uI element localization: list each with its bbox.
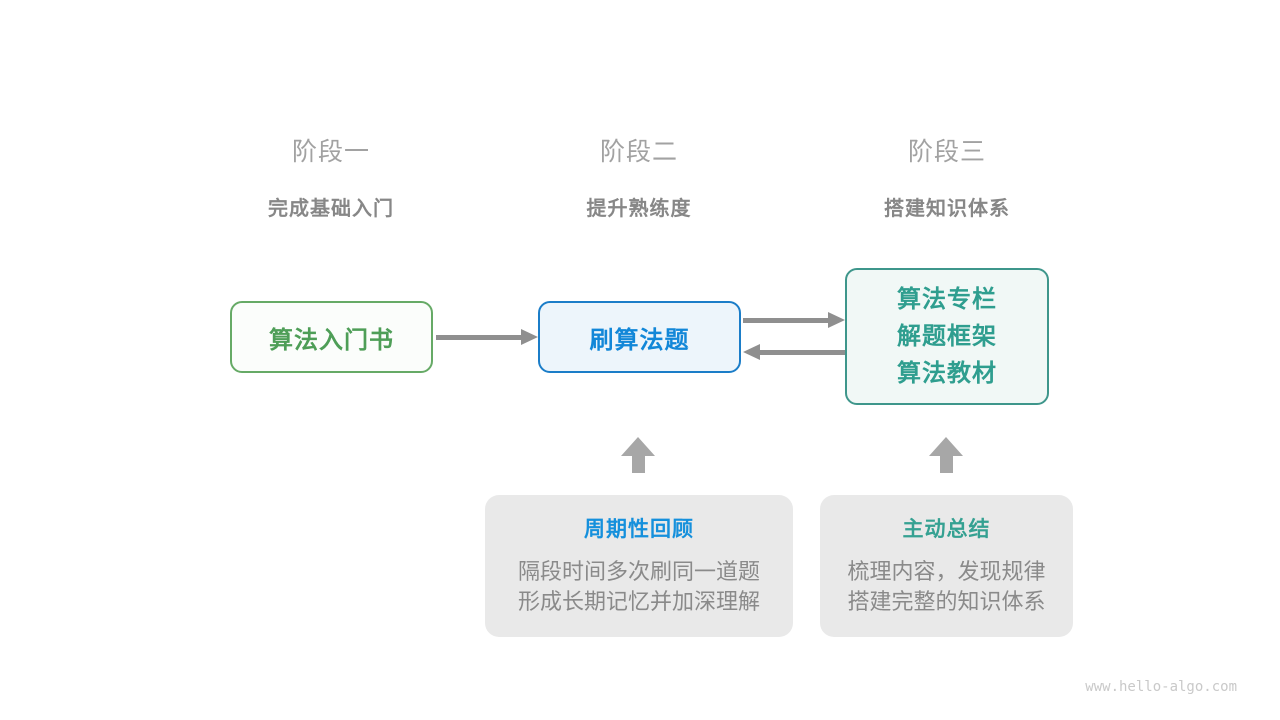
note-body-line: 梳理内容，发现规律 xyxy=(847,559,1046,584)
stage-2-header: 阶段二 提升熟练度 xyxy=(529,132,749,221)
stage-3-header: 阶段三 搭建知识体系 xyxy=(837,132,1057,221)
note-body-line: 搭建完整的知识体系 xyxy=(847,589,1046,614)
arrow-up-icon xyxy=(929,437,963,473)
stage-1-label: 阶段一 xyxy=(291,138,370,166)
arrow-right-line-1 xyxy=(436,335,524,340)
arrow-up-head xyxy=(929,437,963,456)
node-practice-problems-label: 刷算法题 xyxy=(589,326,690,354)
node-resources-line-3: 算法教材 xyxy=(897,360,997,387)
note-active-summary: 主动总结 梳理内容，发现规律 搭建完整的知识体系 xyxy=(820,495,1073,637)
node-intro-book-label: 算法入门书 xyxy=(269,326,394,354)
arrow-right-icon xyxy=(521,329,538,345)
stage-1-header: 阶段一 完成基础入门 xyxy=(221,132,441,221)
arrow-right-icon xyxy=(828,312,845,328)
node-practice-problems: 刷算法题 xyxy=(538,301,741,373)
note-body-line: 形成长期记忆并加深理解 xyxy=(517,589,760,614)
node-intro-book: 算法入门书 xyxy=(230,301,433,373)
note-active-summary-title: 主动总结 xyxy=(902,518,991,541)
stage-2-subtitle: 提升熟练度 xyxy=(586,198,692,220)
arrow-up-stem xyxy=(631,456,645,473)
node-knowledge-resources: 算法专栏 解题框架 算法教材 xyxy=(845,268,1049,405)
node-resources-line-2: 解题框架 xyxy=(897,323,997,350)
arrow-left-icon xyxy=(743,344,760,360)
stage-1-subtitle: 完成基础入门 xyxy=(268,198,394,220)
arrow-up-stem xyxy=(939,456,953,473)
note-active-summary-body: 梳理内容，发现规律 搭建完整的知识体系 xyxy=(820,557,1073,617)
note-periodic-review: 周期性回顾 隔段时间多次刷同一道题 形成长期记忆并加深理解 xyxy=(485,495,793,637)
arrow-up-head xyxy=(621,437,655,456)
stage-3-subtitle: 搭建知识体系 xyxy=(884,198,1010,220)
arrow-right-line-2 xyxy=(743,318,829,323)
arrow-left-line xyxy=(759,350,845,355)
stage-3-label: 阶段三 xyxy=(907,138,986,166)
note-periodic-review-title: 周期性回顾 xyxy=(584,518,694,541)
note-body-line: 隔段时间多次刷同一道题 xyxy=(517,559,760,584)
note-periodic-review-body: 隔段时间多次刷同一道题 形成长期记忆并加深理解 xyxy=(485,557,793,617)
stage-2-label: 阶段二 xyxy=(599,138,678,166)
arrow-up-icon xyxy=(621,437,655,473)
node-resources-line-1: 算法专栏 xyxy=(897,286,997,313)
watermark: www.hello-algo.com xyxy=(1085,679,1237,695)
